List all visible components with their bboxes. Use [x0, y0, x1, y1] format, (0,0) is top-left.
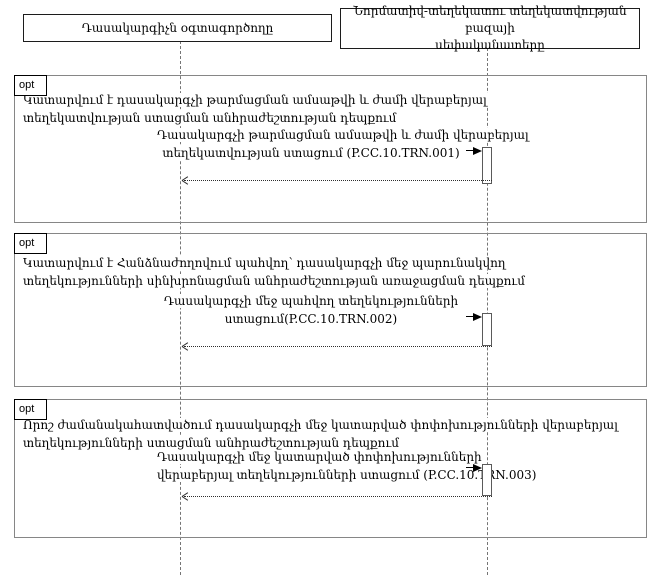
call-message-label-line1: Դասակարգչի մեջ կատարված փոփոխությունների [155, 450, 484, 464]
guard-condition-line2: տեղեկությունների ստացման անհրաժեշտության… [21, 436, 402, 450]
call-message-label-line1: Դասակարգչի մեջ պահվող տեղեկությունների [161, 294, 461, 308]
filled-arrowhead-icon [473, 146, 482, 155]
arrow-line [466, 467, 473, 468]
opt-fragment-1: opt Կատարվում է դասակարգչի թարմացման ամս… [14, 75, 647, 223]
call-message-arrow [466, 146, 482, 155]
activation-bar [482, 147, 492, 184]
opt-operator-label: opt [14, 75, 47, 96]
opt-operator-label: opt [14, 233, 47, 254]
dashed-return-line [184, 496, 492, 497]
actor-box-classifier-user: Դասակարգիչն օգտագործողը [23, 14, 332, 42]
opt-fragment-2: opt Կատարվում է Հանձնաժողովում պահվող՝ դ… [14, 233, 647, 387]
call-message-arrow [466, 463, 482, 472]
actor-label-line1: Նորմատիվ-տեղեկատու տեղեկատվության բազայի [353, 4, 627, 35]
return-message-arrow [182, 176, 492, 185]
lifeline-classifier-user [180, 41, 181, 575]
call-message-label-line2: ստացում(P.CC.10.TRN.002) [222, 312, 400, 326]
actor-box-nsi-owner: Նորմատիվ-տեղեկատու տեղեկատվության բազայի… [340, 4, 640, 52]
guard-condition-line1: Կատարվում է դասակարգչի թարմացման ամսաթվի… [21, 93, 489, 107]
opt-operator-label: opt [14, 399, 47, 420]
dashed-return-line [184, 346, 492, 347]
actor-label-line2: սեփականատերը [435, 38, 545, 52]
call-message-label-line1: Դասակարգչի թարմացման ամսաթվի և ժամի վերա… [155, 128, 531, 142]
return-message-arrow [182, 342, 492, 351]
filled-arrowhead-icon [473, 312, 482, 321]
call-message-label-line2: վերաբերյալ տեղեկությունների ստացում (P.C… [155, 468, 539, 482]
guard-condition-line2: տեղեկությունների սինխրոնացման անհրաժեշտո… [21, 274, 527, 288]
arrow-line [466, 150, 473, 151]
actor-label: Դասակարգիչն օգտագործողը [81, 20, 274, 35]
opt-fragment-3: opt Որոշ ժամանակահատվածում դասակարգչի մե… [14, 399, 647, 538]
guard-condition-line1: Կատարվում է Հանձնաժողովում պահվող՝ դասակ… [21, 256, 508, 270]
lifeline-nsi-owner [487, 48, 488, 575]
arrow-line [466, 316, 473, 317]
call-message-label-line2: տեղեկատվության ստացում (P.CC.10.TRN.001) [160, 146, 462, 160]
guard-condition-line1: Որոշ ժամանակահատվածում դասակարգչի մեջ կա… [21, 418, 620, 432]
return-message-arrow [182, 492, 492, 501]
activation-bar [482, 313, 492, 346]
filled-arrowhead-icon [473, 463, 482, 472]
dashed-return-line [184, 180, 492, 181]
activation-bar [482, 464, 492, 496]
call-message-arrow [466, 312, 482, 321]
guard-condition-line2: տեղեկատվության ստացման անհրաժեշտության դ… [21, 111, 399, 125]
